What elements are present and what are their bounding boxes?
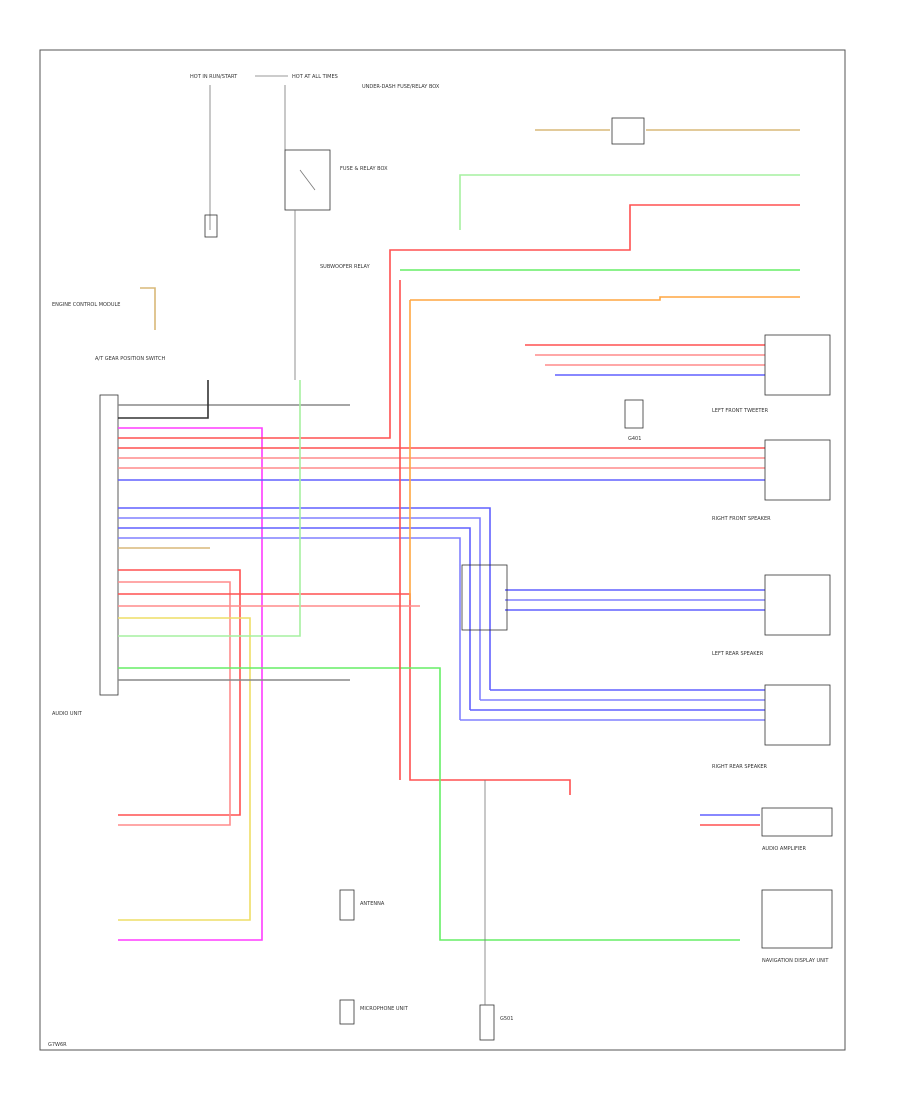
label-ground-g501: G501 bbox=[500, 1016, 513, 1022]
relay-box-top-right bbox=[611, 117, 645, 145]
diagram-frame bbox=[39, 49, 846, 1051]
label-audio-unit: AUDIO UNIT bbox=[52, 711, 83, 717]
wire-pink-1 bbox=[118, 427, 263, 941]
speaker-box-2 bbox=[764, 439, 831, 501]
wire-red-4 bbox=[118, 593, 571, 795]
label-hot-all-times: HOT AT ALL TIMES bbox=[292, 74, 338, 80]
label-engine-control: ENGINE CONTROL MODULE bbox=[52, 302, 120, 308]
label-hot-in-run: HOT IN RUN/START bbox=[190, 74, 238, 80]
label-rear-speaker-r: RIGHT REAR SPEAKER bbox=[712, 764, 768, 770]
ground-module bbox=[479, 1004, 495, 1041]
label-rear-speaker-l: LEFT REAR SPEAKER bbox=[712, 651, 764, 657]
ground-connector bbox=[624, 399, 644, 429]
wire-blue-3 bbox=[118, 517, 481, 700]
wire-black-1 bbox=[118, 380, 209, 419]
speaker-box-4 bbox=[764, 684, 831, 746]
speaker-box-3 bbox=[764, 574, 831, 636]
wire-redblue-3 bbox=[118, 581, 231, 826]
junction-connector bbox=[461, 564, 508, 631]
figure-code: G7W6R bbox=[48, 1042, 67, 1048]
wire-red-1 bbox=[118, 204, 800, 439]
relay-switch bbox=[299, 169, 316, 191]
label-sub-relay: SUBWOOFER RELAY bbox=[320, 264, 371, 270]
label-fuse-box-right: UNDER-DASH FUSE/RELAY BOX bbox=[362, 84, 440, 90]
label-mic-unit: MICROPHONE UNIT bbox=[360, 1006, 409, 1012]
wire-lightgreen-1 bbox=[459, 174, 800, 230]
amp-box bbox=[761, 807, 833, 837]
wire-green-1 bbox=[118, 380, 301, 637]
fuse-1 bbox=[204, 214, 218, 238]
label-ground-g401: G401 bbox=[628, 436, 641, 442]
navi-box bbox=[761, 889, 833, 949]
relay-box-1 bbox=[284, 149, 331, 211]
label-front-tweeter-l: LEFT FRONT TWEETER bbox=[712, 408, 769, 414]
wire-blue-5 bbox=[118, 537, 461, 720]
wire-tan-1 bbox=[140, 287, 156, 330]
antenna-module bbox=[339, 889, 355, 921]
label-front-speaker-r: RIGHT FRONT SPEAKER bbox=[712, 516, 771, 522]
wire-green-2 bbox=[118, 667, 740, 941]
wire-red-3 bbox=[118, 569, 241, 816]
wire-yellow-1 bbox=[118, 617, 251, 921]
wire-orange-1 bbox=[410, 296, 800, 301]
audio-unit-connector bbox=[99, 394, 119, 696]
label-amp-unit: AUDIO AMPLIFIER bbox=[762, 846, 806, 852]
label-trans-module: A/T GEAR POSITION SWITCH bbox=[95, 356, 166, 362]
wire-blue-4 bbox=[118, 527, 471, 710]
speaker-box-1 bbox=[764, 334, 831, 396]
label-navi-unit: NAVIGATION DISPLAY UNIT bbox=[762, 958, 829, 964]
mic-module bbox=[339, 999, 355, 1025]
label-antenna: ANTENNA bbox=[360, 901, 385, 907]
label-fuse-box-left: FUSE & RELAY BOX bbox=[340, 166, 388, 172]
wire-blue-2 bbox=[118, 507, 491, 690]
